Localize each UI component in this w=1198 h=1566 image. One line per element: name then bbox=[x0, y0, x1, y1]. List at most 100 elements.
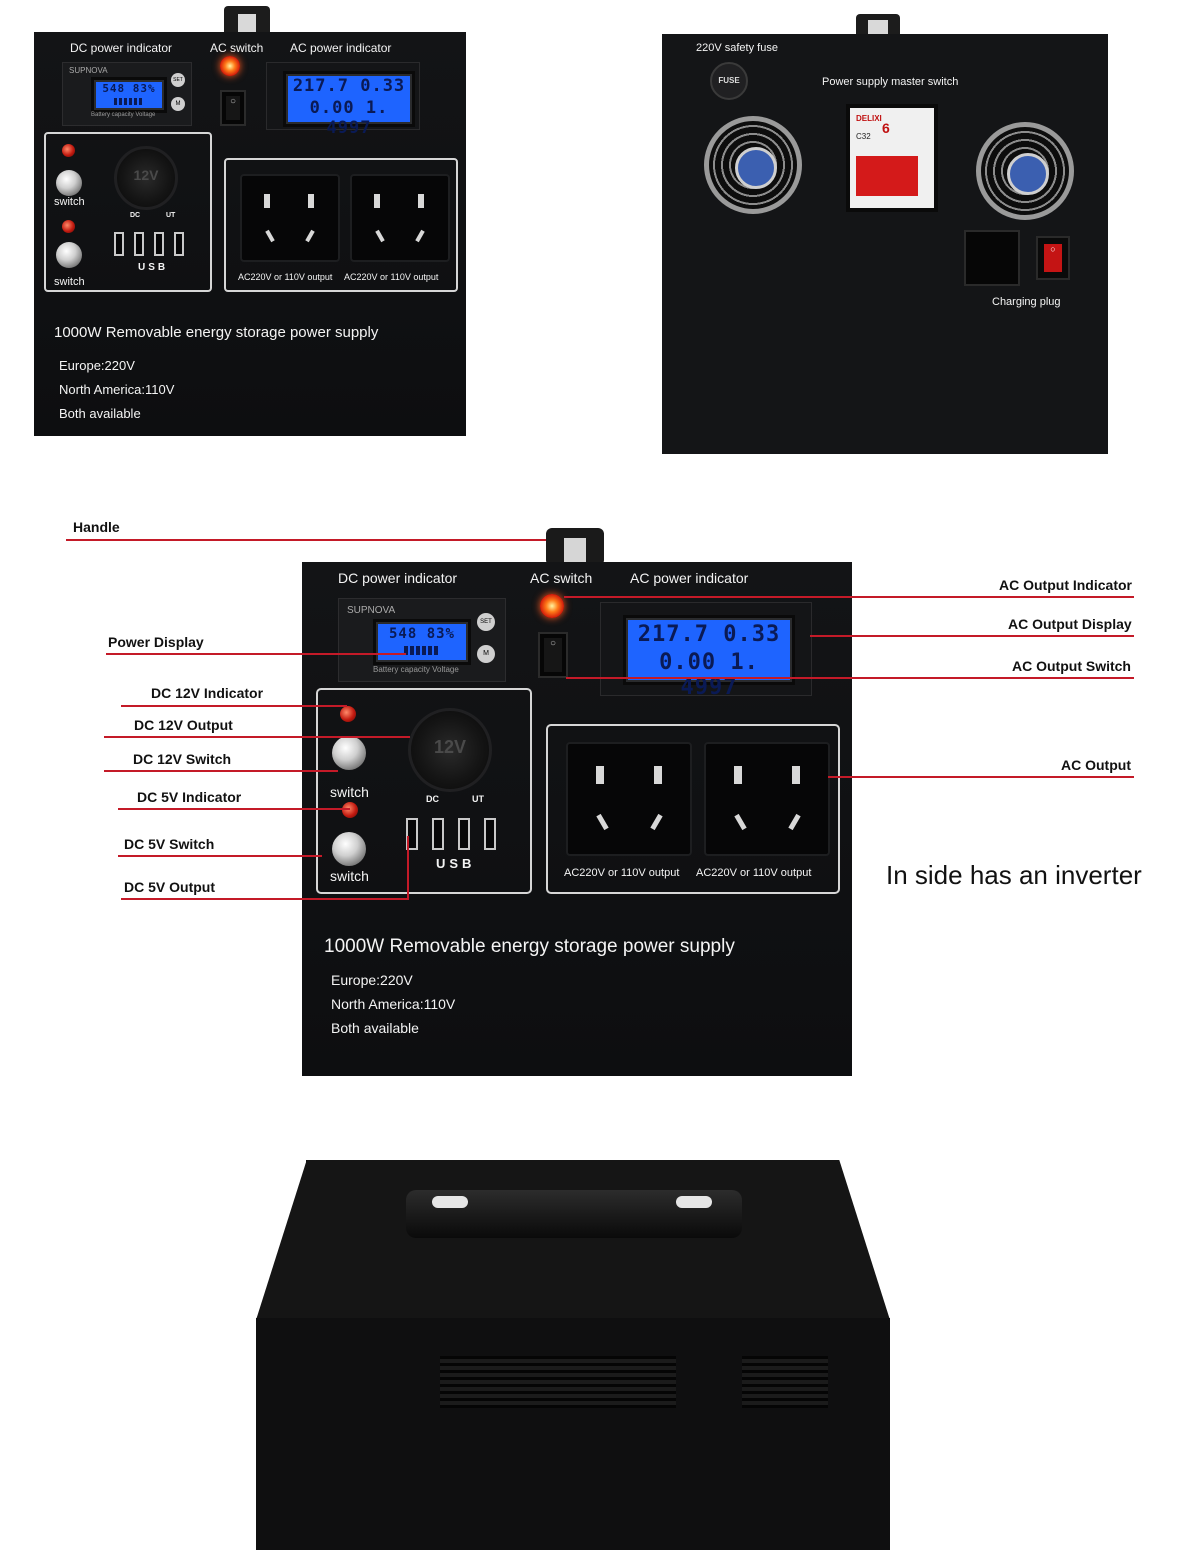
usb-port-1[interactable] bbox=[114, 232, 124, 256]
dc-lcd: 548 83% bbox=[91, 77, 167, 113]
callout-dc5-output: DC 5V Output bbox=[124, 879, 215, 895]
ac-output-box bbox=[224, 158, 458, 292]
ac-outlet-label-2: AC220V or 110V output bbox=[344, 272, 439, 282]
front-handle bbox=[546, 528, 604, 566]
callout-dc5-indicator: DC 5V Indicator bbox=[137, 789, 242, 805]
fuse-holder[interactable]: FUSE bbox=[710, 62, 748, 100]
box-top-slant bbox=[256, 1160, 890, 1320]
ac-power-indicator-label: AC power indicator bbox=[290, 41, 392, 55]
usb-port-2[interactable] bbox=[134, 232, 144, 256]
rear-panel: 220V safety fuse FUSE Power supply maste… bbox=[662, 34, 1108, 454]
ac-rocker-switch[interactable]: ○ bbox=[220, 90, 246, 126]
panel-title: 1000W Removable energy storage power sup… bbox=[54, 324, 379, 341]
master-switch-label: Power supply master switch bbox=[822, 76, 959, 88]
line-dc12-indicator bbox=[121, 705, 347, 707]
ac-outlet-label-1: AC220V or 110V output bbox=[238, 272, 333, 282]
master-breaker[interactable]: DELIXI C32 6 bbox=[846, 104, 938, 212]
ac-power-indicator-label-2: AC power indicator bbox=[630, 570, 749, 586]
ac-output-lcd: 217.7 0.33 0.00 1. 4997 bbox=[623, 615, 795, 700]
dc-5v-switch[interactable] bbox=[56, 242, 82, 268]
inverter-note: In side has an inverter bbox=[886, 860, 1142, 890]
set-button[interactable]: SET bbox=[171, 73, 185, 87]
callout-dc5-switch: DC 5V Switch bbox=[124, 836, 215, 852]
usb-output-4[interactable] bbox=[484, 818, 496, 850]
line-ac-output-indicator bbox=[564, 596, 1134, 598]
ac-meter: 217.7 0.33 0.00 1. 4997 bbox=[266, 62, 420, 138]
line-dc5-output-vertical bbox=[407, 836, 409, 900]
dc-5v-indicator-2 bbox=[342, 802, 358, 818]
brand-label: SUPNOVA bbox=[69, 66, 108, 75]
charging-plug-socket[interactable] bbox=[964, 230, 1020, 286]
switch-label-3: switch bbox=[330, 784, 369, 800]
front-panel-small: DC power indicator AC switch AC power in… bbox=[34, 32, 466, 436]
callout-dc12-output: DC 12V Output bbox=[134, 717, 233, 733]
ac-switch-label: AC switch bbox=[210, 41, 264, 55]
callout-dc12-switch: DC 12V Switch bbox=[133, 751, 232, 767]
ac-switch-label-2: AC switch bbox=[530, 570, 593, 586]
dc-12v-switch-2[interactable] bbox=[332, 736, 366, 770]
line-dc12-output bbox=[104, 736, 410, 738]
ac-outlet-2[interactable] bbox=[350, 174, 450, 262]
ac-output-display: 217.7 0.33 0.00 1. 4997 bbox=[600, 602, 812, 700]
set-button-2[interactable]: SET bbox=[477, 613, 495, 631]
power-lcd: 548 83% bbox=[373, 619, 471, 665]
usb-port-4[interactable] bbox=[174, 232, 184, 256]
ac-output-indicator bbox=[540, 594, 564, 618]
dc-lcd-caption: Battery capacity Voltage bbox=[91, 112, 156, 118]
callout-dc12-indicator: DC 12V Indicator bbox=[151, 685, 264, 701]
line-dc5-indicator bbox=[118, 808, 350, 810]
callout-ac-output-switch: AC Output Switch bbox=[1012, 658, 1131, 674]
dc-12v-switch[interactable] bbox=[56, 170, 82, 196]
line-dc5-switch bbox=[118, 855, 322, 857]
dc-meter: SUPNOVA 548 83% SET M Battery capacity V… bbox=[62, 62, 192, 126]
dc-power-indicator-label-2: DC power indicator bbox=[338, 570, 458, 586]
ac-lcd: 217.7 0.33 0.00 1. 4997 bbox=[283, 71, 415, 138]
line-ac-output-display bbox=[810, 635, 1134, 637]
fan-right-icon bbox=[976, 122, 1074, 220]
line-ac-output bbox=[828, 776, 1134, 778]
panel-title-2: 1000W Removable energy storage power sup… bbox=[324, 936, 735, 957]
usb-output-2[interactable] bbox=[432, 818, 444, 850]
dc-12v-output[interactable]: 12V bbox=[408, 708, 492, 792]
line-dc5-output bbox=[121, 898, 409, 900]
front-panel-large: DC power indicator AC switch AC power in… bbox=[302, 562, 852, 1076]
ac-output-box-2 bbox=[546, 724, 840, 894]
spec-north-america: North America:110V bbox=[59, 382, 175, 397]
m-button-2[interactable]: M bbox=[477, 645, 495, 663]
ac-output-outlet-1[interactable] bbox=[566, 742, 692, 856]
usb-port-3[interactable] bbox=[154, 232, 164, 256]
m-button[interactable]: M bbox=[171, 97, 185, 111]
usb-output-1[interactable] bbox=[406, 818, 418, 850]
box-front-face bbox=[256, 1318, 890, 1550]
ac-output-outlet-2[interactable] bbox=[704, 742, 830, 856]
dc-12v-indicator-2 bbox=[340, 706, 356, 722]
line-dc12-switch bbox=[104, 770, 338, 772]
callout-ac-output-indicator: AC Output Indicator bbox=[999, 577, 1132, 593]
line-ac-output-switch bbox=[566, 677, 1134, 679]
charging-rocker[interactable]: ○ bbox=[1036, 236, 1070, 280]
dc-5v-indicator bbox=[62, 220, 75, 233]
fan-left-icon bbox=[704, 116, 802, 214]
switch-label-2: switch bbox=[54, 276, 85, 288]
ac-output-switch[interactable]: ○ bbox=[538, 632, 568, 678]
dc-12v-indicator bbox=[62, 144, 75, 157]
switch-label-1: switch bbox=[54, 196, 85, 208]
dc-5v-switch-2[interactable] bbox=[332, 832, 366, 866]
callout-handle: Handle bbox=[73, 519, 120, 535]
dc-power-indicator-label: DC power indicator bbox=[70, 41, 173, 55]
ac-outlet-1[interactable] bbox=[240, 174, 340, 262]
switch-label-4: switch bbox=[330, 868, 369, 884]
dc-12v-socket[interactable]: 12V bbox=[114, 146, 178, 210]
dc-output-box bbox=[44, 132, 212, 292]
callout-ac-output-display: AC Output Display bbox=[1008, 616, 1132, 632]
fuse-label: 220V safety fuse bbox=[696, 42, 778, 54]
line-handle bbox=[66, 539, 546, 541]
usb-output-3[interactable] bbox=[458, 818, 470, 850]
dc-label: DC bbox=[130, 212, 141, 219]
spec-both: Both available bbox=[59, 406, 141, 421]
top-handle-1 bbox=[224, 6, 270, 36]
callout-ac-output: AC Output bbox=[1061, 757, 1131, 773]
ac-indicator-led bbox=[220, 56, 240, 76]
carry-handle[interactable] bbox=[406, 1190, 742, 1238]
vent-left bbox=[440, 1356, 676, 1408]
